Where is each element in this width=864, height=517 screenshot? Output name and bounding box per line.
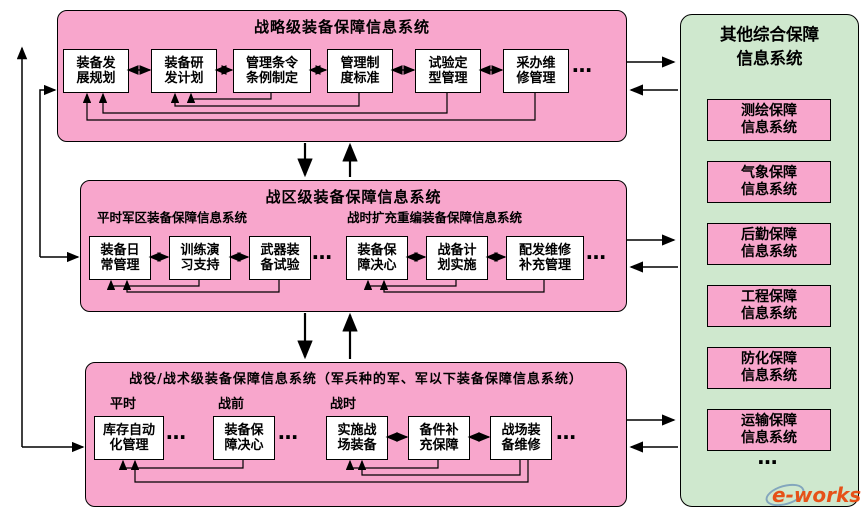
other-systems-panel: 其他综合保障信息系统 测绘保障信息系统 气象保障信息系统 后勤保障信息系统 工程… [680, 14, 859, 507]
tactical-panel: 战役/战术级装备保障信息系统（军兵种的军、军以下装备保障信息系统） 平时 战前 … [85, 362, 627, 507]
node-equip-dev-planning: 装备发展规划 [63, 49, 129, 93]
ellipsis: … [757, 445, 779, 469]
node-mgmt-standards: 管理制度标准 [327, 49, 393, 93]
node-battlefield-equip: 实施战场装备 [326, 416, 388, 460]
theater-panel: 战区级装备保障信息系统 平时军区装备保障信息系统 战时扩充重编装备保障信息系统 … [80, 180, 627, 312]
tactical-title: 战役/战术级装备保障信息系统（军兵种的军、军以下装备保障信息系统） [129, 372, 583, 387]
ellipsis: … [572, 53, 593, 77]
item-meteorological-system: 气象保障信息系统 [707, 161, 831, 203]
stage-prewar: 战前 [218, 397, 245, 412]
external-link-arrows [627, 56, 678, 453]
item-engineering-system: 工程保障信息系统 [707, 285, 831, 327]
stage-peacetime: 平时 [110, 397, 137, 412]
theater-title: 战区级装备保障信息系统 [265, 188, 442, 206]
ellipsis: … [278, 420, 299, 444]
node-issue-maint-supply: 配发维修补充管理 [506, 236, 584, 280]
node-weapon-test: 武器装备试验 [249, 236, 311, 280]
e-works-logo-text: e-works [772, 483, 862, 507]
node-training-support: 训练演习支持 [169, 236, 231, 280]
ellipsis: … [166, 420, 187, 444]
other-systems-title: 其他综合保障信息系统 [720, 25, 819, 68]
item-chemical-defense-system: 防化保障信息系统 [707, 347, 831, 389]
wartime-subtitle: 战时扩充重编装备保障信息系统 [347, 210, 523, 225]
item-logistics-system: 后勤保障信息系统 [707, 223, 831, 265]
item-transport-system: 运输保障信息系统 [707, 409, 831, 451]
e-works-watermark: e-works [763, 479, 862, 513]
node-spareparts-supply: 备件补充保障 [408, 416, 470, 460]
node-test-finalization: 试验定型管理 [415, 49, 481, 93]
stage-wartime: 战时 [330, 397, 357, 412]
node-daily-mgmt: 装备日常管理 [89, 236, 151, 280]
ellipsis: … [556, 420, 577, 444]
node-acquisition-maint: 采办维修管理 [503, 49, 569, 93]
item-surveying-system: 测绘保障信息系统 [707, 99, 831, 141]
node-support-decision-tactical: 装备保障决心 [213, 416, 275, 460]
node-battlefield-maint: 战场装备维修 [490, 416, 552, 460]
strategic-title: 战略级装备保障信息系统 [253, 18, 430, 36]
node-equip-rd-plan: 装备研发计划 [151, 49, 217, 93]
node-regulation-making: 管理条令条例制定 [233, 49, 311, 93]
node-readiness-plan: 战备计划实施 [426, 236, 488, 280]
ellipsis: … [586, 240, 607, 264]
node-inventory-automation: 库存自动化管理 [94, 416, 164, 460]
strategic-panel: 战略级装备保障信息系统 装备发展规划 装备研发计划 管理条令条例制定 管理制度标… [57, 10, 627, 142]
peacetime-subtitle: 平时军区装备保障信息系统 [97, 210, 248, 225]
ellipsis: … [312, 240, 333, 264]
node-support-decision-theater: 装备保障决心 [346, 236, 408, 280]
